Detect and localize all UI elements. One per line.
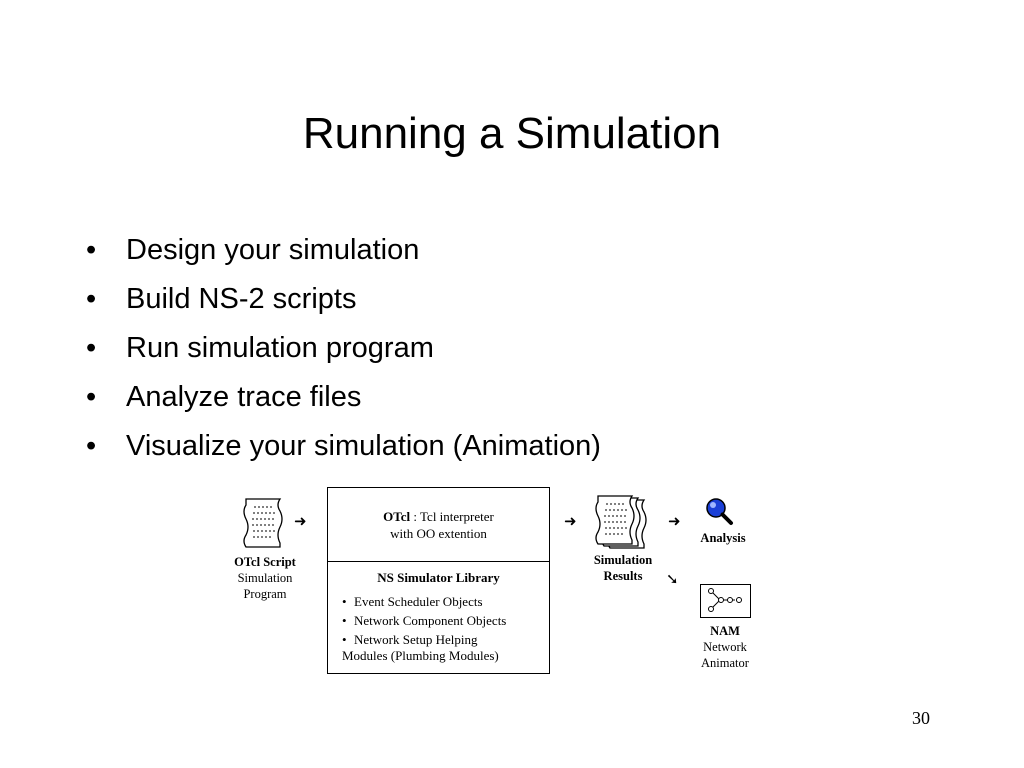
library-item: • Network Component Objects: [342, 611, 506, 630]
nam-line2: Network: [703, 640, 747, 654]
magnifier-icon: [706, 498, 733, 525]
bullet-dot: •: [86, 283, 97, 315]
bullet-dot: •: [86, 332, 97, 364]
bullet-text: Design your simulation: [126, 234, 420, 266]
results-line1: Simulation: [593, 553, 653, 567]
interpreter-line2: with OO extention: [390, 526, 487, 541]
arrow-right-icon: ➜: [668, 512, 681, 530]
bullet-dot: •: [86, 234, 97, 266]
bullet-dot: •: [86, 381, 97, 413]
interpreter-section: OTcl : Tcl interpreter with OO extention: [328, 488, 549, 562]
library-bullet: •: [342, 613, 347, 628]
analysis-label: Analysis: [680, 530, 766, 546]
script-line3: Program: [243, 587, 287, 601]
script-document-icon: [243, 498, 283, 548]
library-bullet: •: [342, 632, 347, 647]
bullet-item: • Analyze trace files: [86, 373, 601, 422]
nam-label: NAM Network Animator: [680, 623, 770, 671]
slide-title: Running a Simulation: [302, 109, 722, 158]
bullet-text: Analyze trace files: [126, 381, 362, 413]
arrow-right-icon: ➜: [294, 512, 307, 530]
library-item-text: Event Scheduler Objects: [354, 594, 483, 609]
library-bullet: •: [342, 594, 347, 609]
page-number: 30: [912, 708, 930, 728]
bullet-text: Build NS-2 scripts: [126, 283, 357, 315]
analysis-text: Analysis: [700, 531, 746, 545]
results-line2: Results: [603, 569, 643, 583]
results-label: Simulation Results: [578, 552, 668, 584]
interpreter-name: OTcl: [383, 509, 411, 524]
library-item-list: • Event Scheduler Objects • Network Compon…: [342, 592, 506, 665]
bullet-item: • Run simulation program: [86, 324, 601, 373]
bullet-list: • Design your simulation • Build NS-2 scri…: [86, 226, 601, 471]
script-name: OTcl Script: [234, 555, 296, 569]
bullet-item: • Build NS-2 scripts: [86, 275, 601, 324]
interpreter-desc: : Tcl interpreter: [410, 509, 494, 524]
script-label: OTcl Script Simulation Program: [220, 554, 310, 602]
library-item: • Event Scheduler Objects: [342, 592, 506, 611]
arrow-right-icon: ➜: [564, 512, 577, 530]
bullet-text: Visualize your simulation (Animation): [126, 430, 601, 462]
script-line2: Simulation: [237, 571, 293, 585]
library-item-continuation: Modules (Plumbing Modules): [342, 648, 499, 663]
network-graph-icon: [700, 584, 751, 618]
simulator-box: OTcl : Tcl interpreter with OO extention…: [327, 487, 550, 674]
bullet-item: • Design your simulation: [86, 226, 601, 275]
bullet-dot: •: [86, 430, 97, 462]
bullet-item: • Visualize your simulation (Animation): [86, 422, 601, 471]
library-title: NS Simulator Library: [377, 570, 500, 585]
arrow-down-right-icon: ➘: [666, 570, 679, 588]
results-documents-icon: [595, 495, 647, 549]
nam-line3: Animator: [701, 656, 749, 670]
library-item-text: Network Setup Helping: [354, 632, 478, 647]
bullet-text: Run simulation program: [126, 332, 434, 364]
nam-name: NAM: [710, 624, 740, 638]
library-item-text: Network Component Objects: [354, 613, 507, 628]
